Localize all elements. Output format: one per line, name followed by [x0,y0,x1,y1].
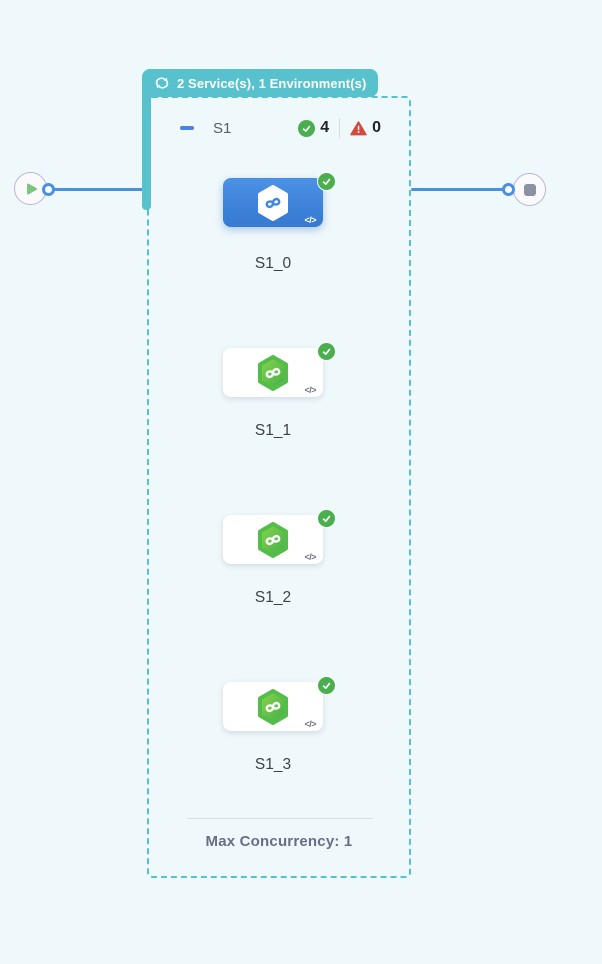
service-hexagon-icon [257,688,289,725]
stage-container [147,96,411,878]
stage-name: S1 [213,119,232,137]
collapse-stage-button[interactable] [180,126,194,130]
connector-dot-start [42,183,55,196]
max-concurrency-label: Max Concurrency: 1 [205,833,353,850]
stage-badge-label: 2 Service(s), 1 Environment(s) [177,75,367,91]
node-card-s1-2[interactable]: </> [223,509,336,564]
code-icon: </> [304,385,316,395]
loop-icon [155,77,169,89]
edge-stage-to-end [411,188,503,191]
footer-divider [187,818,373,819]
stage-accent-strip [142,70,151,210]
success-status-icon [298,119,316,137]
connector-dot-end [502,183,515,196]
code-icon: </> [304,552,316,562]
node-label: S1_3 [254,756,292,773]
node-label: S1_1 [254,422,292,439]
node-card-s1-0[interactable]: </> [223,172,336,227]
service-hexagon-icon [257,521,289,558]
node-label: S1_0 [254,255,292,272]
node-card-s1-3[interactable]: </> [223,676,336,731]
count-divider [339,117,341,139]
service-hexagon-icon [257,184,289,221]
stop-icon [523,183,536,196]
service-hexagon-icon [257,354,289,391]
error-status-icon [350,120,367,136]
node-label: S1_2 [254,589,292,606]
node-success-badge [317,509,336,528]
node-success-badge [317,676,336,695]
stage-header-badge[interactable]: 2 Service(s), 1 Environment(s) [142,69,379,97]
node-success-badge [317,342,336,361]
start-node[interactable] [14,172,47,205]
code-icon: </> [304,719,316,729]
error-count: 0 [372,119,381,136]
stage-title-row: S1 4 0 [147,114,411,142]
node-success-badge [317,172,336,191]
edge-start-to-stage [48,188,143,191]
play-icon [26,183,37,194]
node-card-s1-1[interactable]: </> [223,342,336,397]
end-node[interactable] [513,173,546,206]
code-icon: </> [304,215,316,225]
success-count: 4 [320,119,330,136]
